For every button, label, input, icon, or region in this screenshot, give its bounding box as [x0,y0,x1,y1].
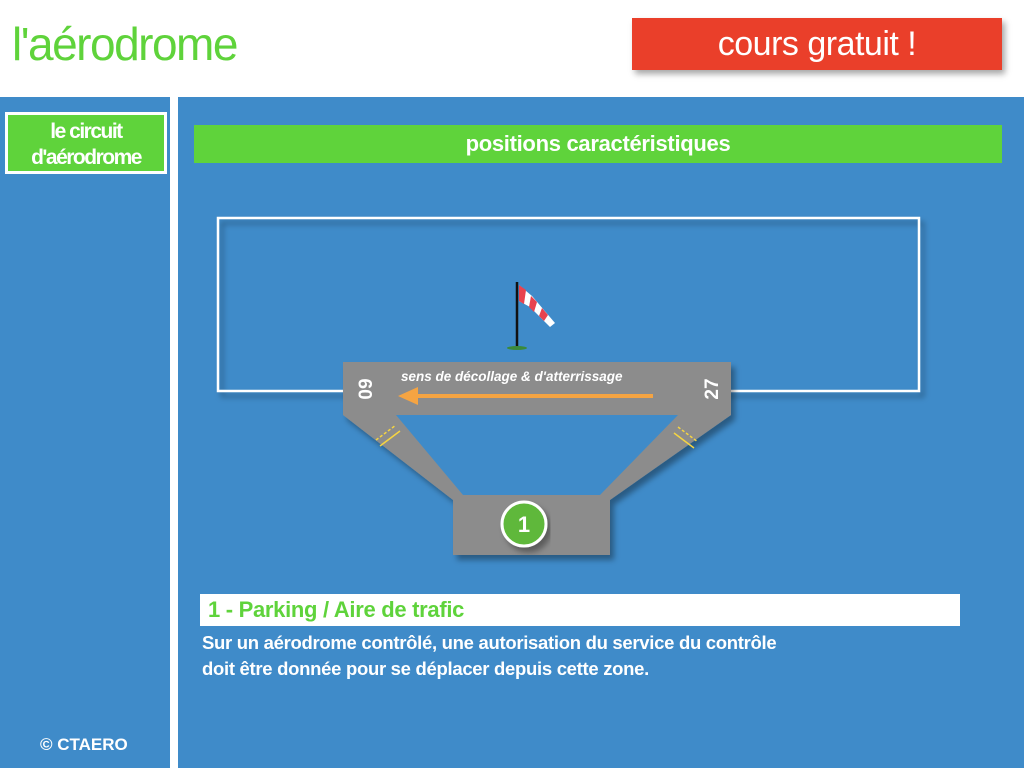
copyright-text: © CTAERO [40,735,128,754]
section-banner: positions caractéristiques [194,125,1002,163]
position-description-line: Sur un aérodrome contrôlé, une autorisat… [202,632,777,653]
position-marker-1[interactable]: 1 [500,500,548,548]
sidebar-item-circuit[interactable]: le circuit d'aérodrome [5,112,167,174]
page-title: l'aérodrome [12,18,238,70]
sidebar-item-label: le circuit d'aérodrome [31,119,142,169]
holding-point-right [677,426,699,443]
runway-direction-label: sens de décollage & d'atterrissage [401,369,623,384]
position-description-line: doit être donnée pour se déplacer depuis… [202,658,649,679]
position-marker-label: 1 [518,512,530,537]
runway-number-right: 27 [702,378,723,399]
position-description: Sur un aérodrome contrôlé, une autorisat… [202,630,962,682]
windsock-icon [507,282,555,350]
divider [170,97,178,768]
header: l'aérodrome cours gratuit ! [0,0,1024,97]
direction-arrow-icon [398,387,653,405]
sidebar: le circuit d'aérodrome © CTAERO [0,97,170,768]
runway-number-left: 09 [356,378,377,399]
free-course-button[interactable]: cours gratuit ! [632,18,1002,70]
main-content: positions caractéristiques sens de décol… [178,97,1024,768]
position-title-box: 1 - Parking / Aire de trafic [200,594,960,626]
position-title: 1 - Parking / Aire de trafic [208,597,465,622]
holding-point-left [375,424,397,441]
aerodrome-diagram: sens de décollage & d'atterrissage 09 27… [216,216,921,555]
